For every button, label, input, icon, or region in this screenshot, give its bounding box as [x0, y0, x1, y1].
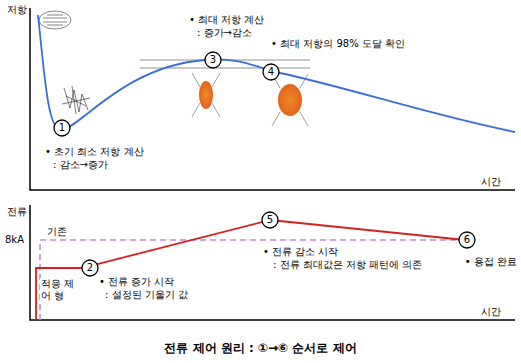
chart-annotation: : 설정된 기울기 값 [104, 289, 189, 301]
chart-annotation: : 증가→감소 [196, 27, 253, 39]
callout-ring [82, 260, 98, 276]
callout-circle: 5 [261, 211, 279, 229]
callout-circle: 6 [458, 231, 476, 249]
callout-ring [459, 232, 475, 248]
resistance-curve [38, 15, 515, 132]
chart-annotation: • 전류 증가 시작 [98, 276, 175, 288]
caption: 전류 제어 원리 : ①→⑥ 순서로 제어 [164, 340, 356, 357]
conventional-current [40, 240, 462, 320]
callout-circle: 1 [53, 119, 71, 137]
chart-annotation: • 초기 최소 저항 계산 [44, 146, 145, 158]
chart-annotation: • 최대 저항 계산 [188, 14, 265, 26]
chart-annotation: 시간 [480, 176, 502, 188]
callout-ring [263, 64, 279, 80]
chart-annotation: • 최대 저항의 98% 도달 확인 [270, 38, 406, 50]
callout-number: 1 [59, 123, 65, 133]
callout-circle: 4 [262, 63, 280, 81]
callout-ring [262, 212, 278, 228]
callout-number: 2 [87, 263, 93, 273]
reference-lines [140, 60, 310, 68]
chart-annotation: • 용접 완료 [464, 256, 518, 268]
callout-number: 4 [268, 67, 274, 77]
callout-ring [205, 52, 221, 68]
resistance-axes [30, 8, 515, 190]
chart-annotation: • 전류 감소 시작 [262, 246, 339, 258]
chart-annotation: : 감소→증가 [52, 159, 109, 171]
callout-ring [54, 120, 70, 136]
callout-number: 6 [464, 235, 470, 245]
callout-number: 3 [210, 55, 216, 65]
current-axes [30, 205, 515, 320]
chart-annotation: 기존 [46, 226, 68, 238]
adaptive-current [36, 220, 465, 320]
chart-annotation: 시간 [480, 306, 502, 318]
chart-annotation: 적응 제어 형 [40, 278, 76, 301]
chart-annotation: : 전류 최대값은 저항 패턴에 의존 [272, 259, 423, 271]
callout-number: 5 [267, 215, 273, 225]
chart-annotation: 8kA [4, 234, 25, 246]
callout-circle: 2 [81, 259, 99, 277]
chart-annotation: 전류 [6, 206, 28, 218]
nugget-illustrations [39, 11, 308, 126]
callout-circle: 3 [204, 51, 222, 69]
chart-annotation: 저항 [6, 4, 28, 16]
